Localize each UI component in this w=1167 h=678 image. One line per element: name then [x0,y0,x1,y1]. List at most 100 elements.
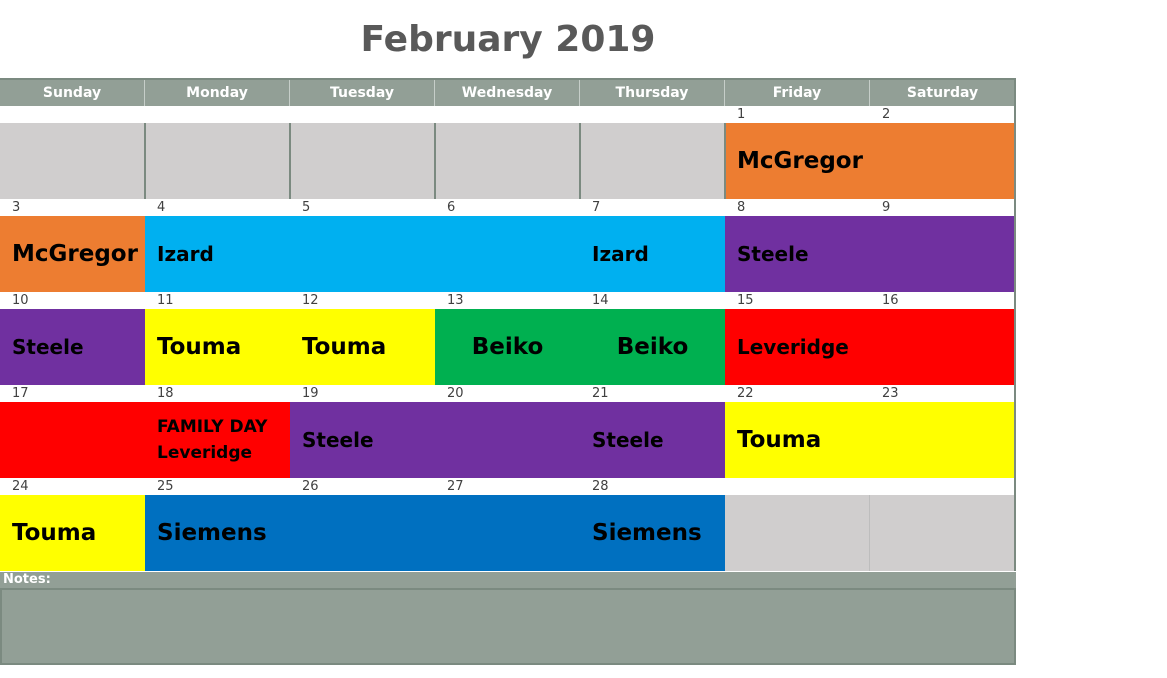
calendar-day-cell[interactable] [435,216,580,292]
calendar-day-cell[interactable]: Leveridge [725,309,870,385]
calendar-day-cell[interactable]: Steele [290,402,435,478]
calendar-day-cell[interactable]: McGregor [725,123,870,199]
day-number: 20 [447,386,464,401]
day-number [145,106,290,123]
day-number: 21 [592,386,609,401]
day-number: 8 [737,200,746,215]
assignee-label: Beiko [471,334,544,360]
weekday-header-sunday: Sunday [0,80,145,106]
assignee-label: Leveridge [737,335,849,359]
calendar-day-cell[interactable] [435,402,580,478]
day-number: 24 [12,479,29,494]
day-number: 12 [302,293,319,308]
calendar-day-cell[interactable] [725,495,870,571]
grid-divider [579,123,581,199]
calendar-day-cell[interactable]: Izard [580,216,725,292]
calendar-day-cell[interactable] [580,123,725,199]
weekday-header-monday: Monday [145,80,290,106]
calendar-day-cell[interactable]: Steele [0,309,145,385]
calendar-day-cell[interactable] [290,495,435,571]
day-number: 3 [12,200,21,215]
day-number: 26 [302,479,319,494]
calendar-day-cell[interactable]: Beiko [580,309,725,385]
assignee-label: Izard [157,242,214,266]
day-number: 19 [302,386,319,401]
day-number [290,106,435,123]
assignee-label: McGregor [737,148,863,174]
calendar-day-cell[interactable] [435,123,580,199]
calendar-day-cell[interactable]: Steele [725,216,870,292]
grid-right-edge [1014,78,1016,571]
day-number: 28 [592,479,609,494]
calendar-day-cell[interactable]: Siemens [580,495,725,571]
day-number [580,106,725,123]
calendar-day-cell[interactable] [0,123,145,199]
calendar-day-cell[interactable] [0,402,145,478]
day-number [435,106,580,123]
assignee-label: Siemens [592,520,702,546]
day-number: 1 [737,107,746,122]
day-number: 7 [592,200,601,215]
calendar-day-cell[interactable] [290,216,435,292]
calendar-day-cell[interactable]: Siemens [145,495,290,571]
calendar-day-cell[interactable] [870,495,1016,571]
calendar-day-cell[interactable]: Izard [145,216,290,292]
assignee-label: Izard [592,242,649,266]
day-number: 14 [592,293,609,308]
notes-label: Notes: [0,572,1016,588]
day-number: 23 [882,386,899,401]
day-number: 5 [302,200,311,215]
day-number: 27 [447,479,464,494]
assignee-label: Steele [12,335,84,359]
weekday-header-friday: Friday [725,80,870,106]
calendar-day-cell[interactable]: McGregor [0,216,145,292]
assignee-label: Touma [737,427,822,453]
assignee-label: Leveridge [157,443,253,463]
calendar-day-cell[interactable] [870,309,1016,385]
notes-area[interactable] [0,588,1016,665]
day-number [870,478,1016,495]
calendar-day-cell[interactable] [870,123,1016,199]
assignee-label: McGregor [12,241,138,267]
day-number: 18 [157,386,174,401]
calendar-day-cell[interactable]: Touma [725,402,870,478]
day-number: 15 [737,293,754,308]
calendar-day-cell[interactable]: Touma [145,309,290,385]
assignee-label: Steele [592,428,664,452]
day-number [0,106,145,123]
assignee-label: Steele [737,242,809,266]
day-number [725,478,870,495]
assignee-label: Steele [302,428,374,452]
calendar-day-cell[interactable] [290,123,435,199]
calendar-day-cell[interactable] [870,216,1016,292]
weekday-header-thursday: Thursday [580,80,725,106]
calendar-day-cell[interactable] [145,123,290,199]
weekday-header-wednesday: Wednesday [435,80,580,106]
assignee-label: Beiko [616,334,689,360]
grid-divider [289,123,291,199]
day-number: 25 [157,479,174,494]
day-number: 16 [882,293,899,308]
assignee-label: Siemens [157,520,267,546]
calendar-day-cell[interactable]: Beiko [435,309,580,385]
day-number: 2 [882,107,891,122]
grid-divider [144,123,146,199]
calendar-day-cell[interactable]: Touma [290,309,435,385]
day-number: 10 [12,293,29,308]
page-title: February 2019 [360,19,656,60]
weekday-header-tuesday: Tuesday [290,80,435,106]
assignee-label: FAMILY DAY [157,417,268,437]
calendar-day-cell[interactable]: Touma [0,495,145,571]
calendar-day-cell[interactable] [435,495,580,571]
day-number: 13 [447,293,464,308]
grid-divider [724,123,726,199]
day-number: 4 [157,200,166,215]
day-number: 22 [737,386,754,401]
calendar-day-cell[interactable] [870,402,1016,478]
calendar-day-cell[interactable]: Steele [580,402,725,478]
day-number: 6 [447,200,456,215]
calendar-day-cell[interactable]: FAMILY DAY Leveridge [145,402,290,478]
assignee-label: Touma [12,520,97,546]
assignee-label: Touma [157,334,242,360]
